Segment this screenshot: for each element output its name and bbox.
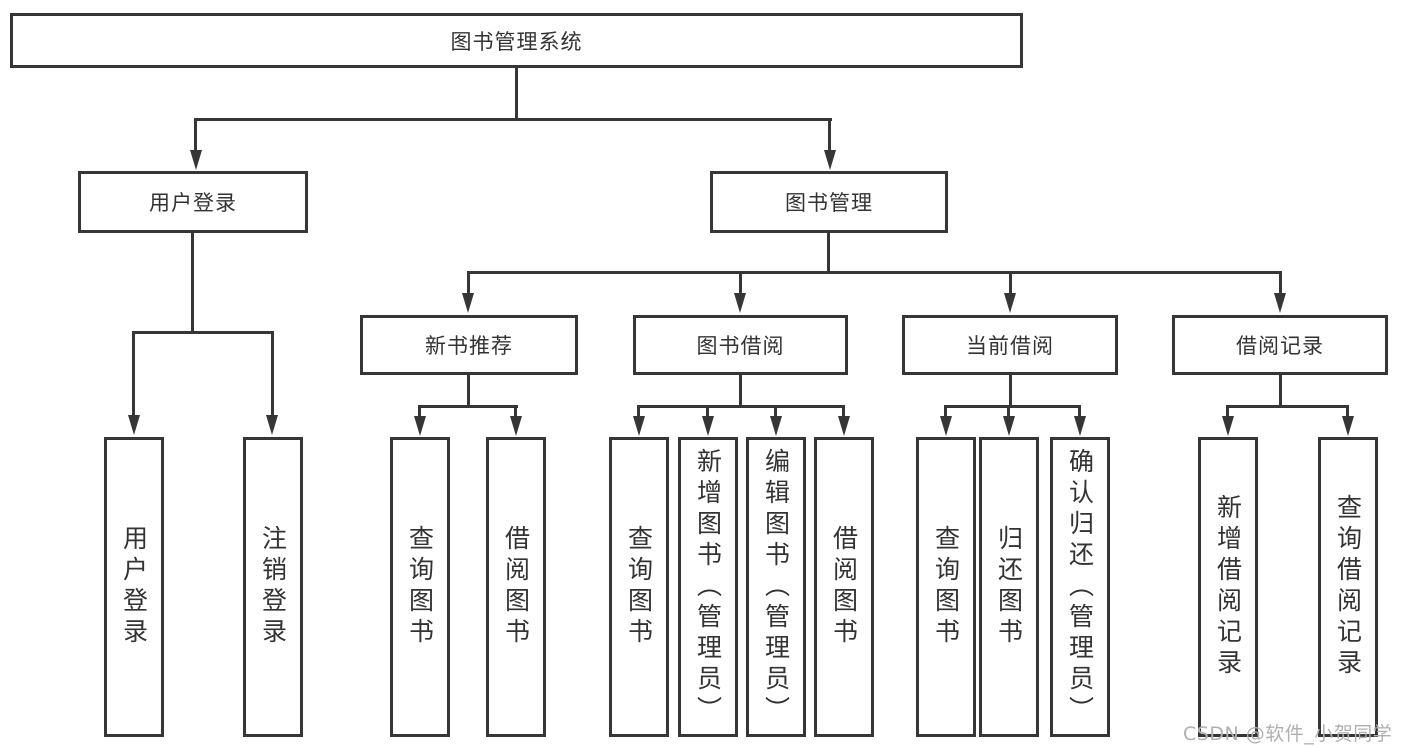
connector-drop-return-book [1007,405,1010,419]
node-book-borrow: 图书借阅 [633,315,848,375]
leaf-borrow-books-1: 借阅图书 [486,437,546,737]
arrow-query-books-1 [414,416,426,436]
connector-drop-borrow-books-1 [514,405,517,419]
connector-user-login-rail [132,331,274,334]
connector-book-borrow-rail [637,405,845,408]
connector-book-borrow-stem [739,375,742,408]
connector-drop-query-books-3 [944,405,947,419]
arrow-borrow-records [1274,293,1286,313]
watermark-text: CSDN @软件_小贺同学 [1183,723,1393,745]
arrow-leaf-user-login [128,415,140,435]
arrow-current-borrow [1004,293,1016,313]
connector-borrow-records-rail [1226,405,1349,408]
leaf-query-books-1: 查询图书 [390,437,450,737]
connector-drop-query-books-2 [637,405,640,419]
connector-drop-new-book-recommend [467,271,470,295]
connector-drop-query-books-1 [418,405,421,419]
arrow-user-login [190,150,202,170]
connector-new-book-recommend-rail [418,405,518,408]
leaf-borrow-books-2: 借阅图书 [814,437,874,737]
leaf-return-book: 归还图书 [979,437,1039,737]
arrow-borrow-books-1 [510,416,522,436]
node-book-management: 图书管理 [710,171,948,233]
connector-drop-user-login [194,118,197,152]
arrow-borrow-books-2 [838,416,850,436]
arrow-leaf-logout [266,415,278,435]
connector-drop-edit-book-admin [774,405,777,419]
connector-drop-borrow-books-2 [842,405,845,419]
node-library-management-system: 图书管理系统 [10,13,1023,68]
node-current-borrow: 当前借阅 [902,315,1118,375]
leaf-user-login: 用户登录 [104,437,164,737]
connector-user-login-stem [191,233,194,333]
connector-drop-add-borrow-record [1226,405,1229,419]
arrow-edit-book-admin [770,416,782,436]
arrow-query-books-3 [940,416,952,436]
leaf-add-book-admin: 新增图书（管理员） [678,437,738,737]
connector-drop-add-book-admin [706,405,709,419]
leaf-logout: 注销登录 [243,437,303,737]
connector-drop-leaf-logout [271,331,274,415]
leaf-edit-book-admin: 编辑图书（管理员） [746,437,806,737]
node-borrow-records: 借阅记录 [1172,315,1388,375]
connector-drop-borrow-records [1279,271,1282,295]
connector-root-stem [515,68,518,120]
arrow-book-borrow [734,293,746,313]
arrow-return-book [1003,416,1015,436]
connector-book-management-stem [827,233,830,273]
connector-root-rail [194,118,832,121]
arrow-add-book-admin [702,416,714,436]
leaf-query-books-3: 查询图书 [916,437,976,737]
connector-drop-query-borrow-record [1346,405,1349,419]
connector-drop-leaf-user-login [132,331,135,415]
connector-book-management-rail [467,271,1282,274]
arrow-confirm-return-admin [1074,416,1086,436]
connector-drop-current-borrow [1009,271,1012,295]
arrow-query-borrow-record [1342,416,1354,436]
leaf-confirm-return-admin: 确认归还（管理员） [1050,437,1110,737]
leaf-query-borrow-record: 查询借阅记录 [1318,437,1378,737]
arrow-query-books-2 [633,416,645,436]
arrow-new-book-recommend [462,293,474,313]
node-new-book-recommend: 新书推荐 [360,315,578,375]
leaf-add-borrow-record: 新增借阅记录 [1198,437,1258,737]
arrow-book-management [824,150,836,170]
connector-drop-book-management [828,118,831,152]
connector-current-borrow-rail [944,405,1081,408]
connector-new-book-recommend-stem [467,375,470,408]
connector-drop-book-borrow [739,271,742,295]
connector-drop-confirm-return-admin [1078,405,1081,419]
arrow-add-borrow-record [1222,416,1234,436]
node-user-login: 用户登录 [78,171,308,233]
connector-current-borrow-stem [1009,375,1012,408]
connector-borrow-records-stem [1279,375,1282,408]
leaf-query-books-2: 查询图书 [609,437,669,737]
